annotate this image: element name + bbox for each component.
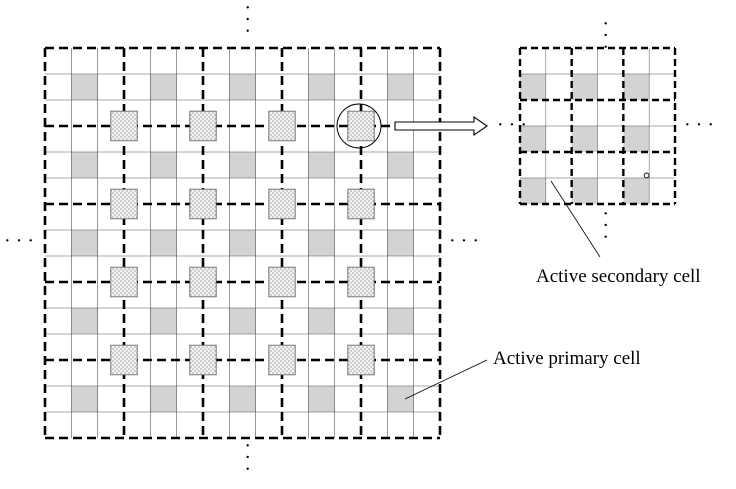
dots-top: · · · — [236, 4, 258, 34]
active-secondary-cell — [268, 266, 296, 298]
active-primary-cell — [150, 386, 177, 412]
dots-left: · · · — [4, 230, 34, 252]
zoomed-active-cell — [623, 126, 650, 152]
zoom-arrow — [394, 115, 488, 137]
primary-leader-line — [404, 359, 488, 400]
zoomed-active-cell — [520, 126, 546, 152]
active-secondary-cell — [268, 344, 296, 376]
small-dots-bottom: · · · — [594, 210, 616, 240]
active-primary-cell — [387, 386, 414, 412]
zoomed-active-cell — [623, 74, 650, 100]
active-secondary-cell — [347, 110, 375, 142]
active-primary-cell — [150, 230, 177, 256]
active-primary-cell — [150, 152, 177, 178]
zoomed-active-cell — [571, 74, 598, 100]
active-primary-cell — [308, 308, 335, 334]
zoomed-cell-grid — [518, 46, 677, 206]
active-secondary-cell — [347, 188, 375, 220]
active-primary-cell — [71, 230, 98, 256]
highlight-circle — [336, 103, 382, 149]
small-dots-left: · · · — [497, 114, 527, 136]
small-grid-continuation-dots: · · · · · · · · · · · · — [497, 20, 714, 240]
active-secondary-cell — [189, 344, 217, 376]
active-secondary-cell-label: Active secondary cell — [536, 266, 701, 287]
zoomed-active-cell — [520, 178, 546, 204]
active-secondary-cell — [189, 110, 217, 142]
active-primary-cell — [229, 386, 256, 412]
zoomed-active-cell — [520, 74, 546, 100]
active-primary-cell — [71, 386, 98, 412]
active-secondary-cell — [110, 110, 138, 142]
zoomed-active-cell — [571, 178, 598, 204]
active-secondary-cell — [268, 188, 296, 220]
active-primary-cell — [150, 74, 177, 100]
active-primary-cell — [150, 308, 177, 334]
active-primary-cell — [229, 230, 256, 256]
active-primary-cell — [229, 308, 256, 334]
active-primary-cell — [387, 230, 414, 256]
secondary-leader-line — [550, 180, 601, 258]
active-primary-cell-label: Active primary cell — [493, 348, 641, 369]
large-cell-grid — [43, 46, 442, 440]
active-primary-cell — [71, 74, 98, 100]
small-dots-top: · · · — [594, 20, 616, 50]
active-secondary-cells — [110, 110, 375, 376]
active-secondary-cell — [110, 188, 138, 220]
active-primary-cell — [308, 386, 335, 412]
active-secondary-cell — [110, 266, 138, 298]
active-secondary-cell — [110, 344, 138, 376]
active-primary-cell — [387, 152, 414, 178]
active-primary-cell — [71, 308, 98, 334]
dots-bottom: · · · — [236, 442, 258, 472]
active-primary-cell — [229, 74, 256, 100]
active-primary-cell — [229, 152, 256, 178]
active-primary-cell — [308, 74, 335, 100]
zoomed-active-cell — [623, 178, 650, 204]
large-grid-continuation-dots: · · · · · · · · · · · · — [4, 4, 479, 472]
zoomed-active-cell — [571, 126, 598, 152]
dots-right: · · · — [449, 230, 479, 252]
active-secondary-cell — [347, 266, 375, 298]
active-primary-cell — [308, 230, 335, 256]
active-primary-cell — [71, 152, 98, 178]
active-secondary-cell — [268, 110, 296, 142]
active-secondary-cell — [347, 344, 375, 376]
active-primary-cell — [387, 308, 414, 334]
zoomed-marker-point — [643, 172, 650, 179]
active-secondary-cell — [189, 266, 217, 298]
active-primary-cell — [387, 74, 414, 100]
small-dots-right: · · · — [684, 114, 714, 136]
active-secondary-cell — [189, 188, 217, 220]
active-primary-cell — [308, 152, 335, 178]
